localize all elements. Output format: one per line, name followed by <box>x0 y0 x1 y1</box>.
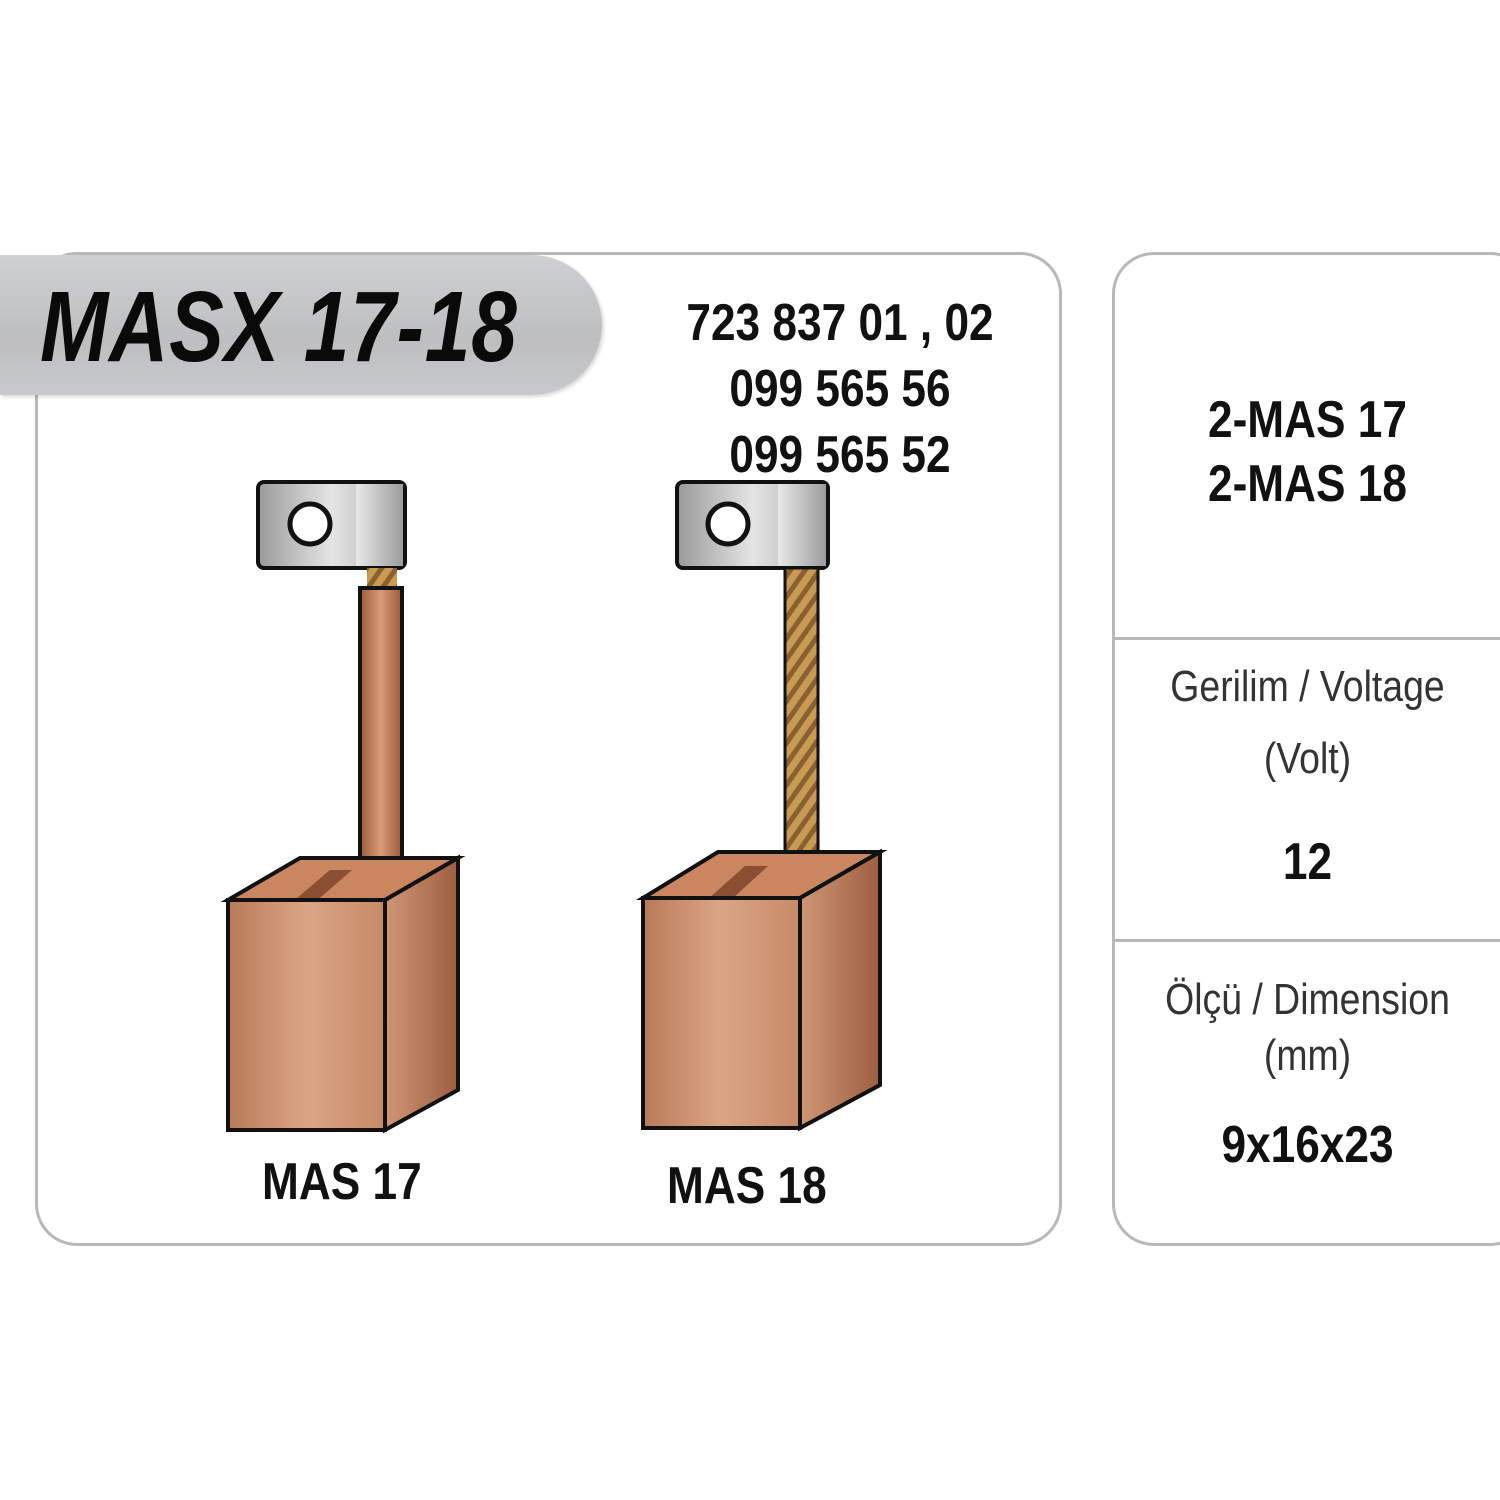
shunt-wire <box>358 586 404 862</box>
spec-panel <box>1112 252 1500 1246</box>
product-label: MAS 18 <box>667 1157 827 1215</box>
brush-mas17 <box>220 480 466 1134</box>
dimension-unit: (mm) <box>1263 1031 1352 1080</box>
carbon-front <box>226 898 387 1132</box>
shunt-wire-braided <box>783 566 820 858</box>
divider <box>1115 637 1500 640</box>
product-title: MASX 17-18 <box>40 271 518 383</box>
part-number: 099 565 56 <box>729 360 951 418</box>
voltage-section: Gerilim / Voltage (Volt) 12 <box>1115 662 1500 892</box>
dimension-section: Ölçü / Dimension (mm) 9x16x23 <box>1115 975 1500 1175</box>
dimension-label: Ölçü / Dimension <box>1165 975 1450 1024</box>
carbon-side <box>798 848 882 1132</box>
terminal-hole <box>287 501 333 547</box>
contents-section: 2-MAS 17 2-MAS 18 <box>1115 390 1500 514</box>
dimension-value: 9x16x23 <box>1221 1116 1394 1174</box>
part-number: 099 565 52 <box>729 426 951 484</box>
product-panel <box>35 252 1062 1246</box>
part-number: 723 837 01 , 02 <box>686 294 994 352</box>
contents-item: 2-MAS 17 <box>1208 391 1407 449</box>
contents-item: 2-MAS 18 <box>1208 455 1407 513</box>
title-banner <box>0 255 602 395</box>
voltage-value: 12 <box>1282 833 1333 891</box>
voltage-label: Gerilim / Voltage <box>1170 662 1445 711</box>
terminal-hole <box>705 501 751 547</box>
part-number-list: 723 837 01 , 02 099 565 56 099 565 52 <box>662 290 1019 488</box>
divider <box>1115 939 1500 942</box>
product-label: MAS 17 <box>262 1153 422 1211</box>
voltage-unit: (Volt) <box>1263 734 1352 783</box>
carbon-side <box>383 854 460 1134</box>
brush-mas18 <box>635 480 888 1132</box>
carbon-front <box>641 896 802 1130</box>
